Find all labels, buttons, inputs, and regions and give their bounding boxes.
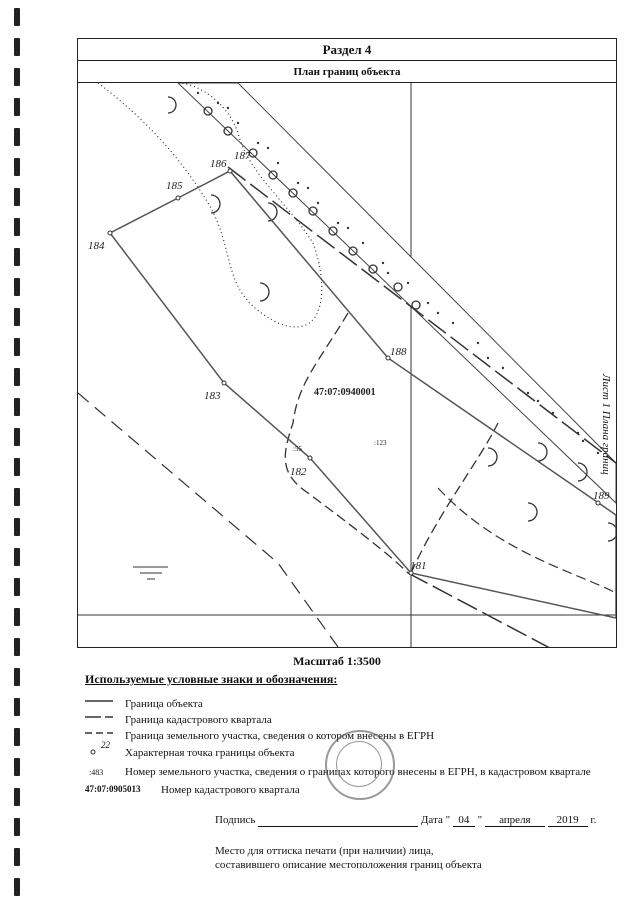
binding-hole <box>14 728 20 746</box>
binding-hole <box>14 608 20 626</box>
stamp-note-line1: Место для оттиска печати (при наличии) л… <box>215 845 434 857</box>
scale-label: Масштаб 1:3500 <box>293 654 381 668</box>
legend-object-boundary: Граница объекта <box>125 698 203 710</box>
binding-hole <box>14 668 20 686</box>
binding-hole <box>14 308 20 326</box>
legend-quarter-number-sample: 47:07:0905013 <box>85 784 141 794</box>
binding-hole <box>14 698 20 716</box>
binding-hole <box>14 488 20 506</box>
quarter-number-label: 47:07:0940001 <box>314 387 376 398</box>
signature-field <box>258 814 419 827</box>
plan-sheet: Раздел 4 План границ объекта <box>77 38 617 648</box>
date-year: 2019 <box>547 814 588 827</box>
legend-quarter-boundary: Граница кадастрового квартала <box>125 714 272 726</box>
date-label: Дата <box>420 814 443 826</box>
quarter-boundary-left <box>78 392 339 647</box>
object-boundary <box>108 170 616 619</box>
date-month: апреля <box>484 814 545 827</box>
signature-label: Подпись <box>215 814 256 826</box>
legend-quarter-number: Номер кадастрового квартала <box>161 784 300 796</box>
binding-hole <box>14 458 20 476</box>
binding-hole <box>14 548 20 566</box>
binding-hole <box>14 248 20 266</box>
forest-strip <box>177 83 616 504</box>
legend-parcel-boundary: Граница земельного участка, сведения о к… <box>125 730 435 742</box>
vegetation-contour <box>97 83 323 328</box>
tree-symbols <box>167 96 616 542</box>
relief-symbol <box>133 566 168 580</box>
binding-hole <box>14 8 20 26</box>
binding-hole <box>14 218 20 236</box>
binding-hole <box>14 38 20 56</box>
point-label-189: 189 <box>593 490 610 502</box>
binding-hole <box>14 428 20 446</box>
signature-row: Подпись Дата " 04 " апреля 2019 г. <box>215 814 597 827</box>
boundary-points <box>107 168 601 576</box>
point-label-185: 185 <box>166 180 183 192</box>
section-title: Раздел 4 <box>78 39 616 61</box>
date-year-suffix: г. <box>590 814 597 826</box>
company-seal <box>325 730 395 800</box>
point-label-183: 183 <box>204 390 221 402</box>
binding-hole <box>14 188 20 206</box>
legend-symbol-dash <box>85 732 113 734</box>
binding-hole <box>14 368 20 386</box>
legend-parcel-number-sample: :483 <box>89 768 104 777</box>
binding-hole <box>14 158 20 176</box>
binding-hole <box>14 578 20 596</box>
binding-hole <box>14 788 20 806</box>
parcel-label-123: :123 <box>374 439 387 447</box>
point-label-181: 181 <box>410 560 427 572</box>
binding-hole <box>14 758 20 776</box>
stamp-note-line2: составившего описание местоположения гра… <box>215 859 482 871</box>
binding-hole <box>14 638 20 656</box>
binding-hole <box>14 128 20 146</box>
binding-hole <box>14 278 20 296</box>
legend-title: Используемые условные знаки и обозначени… <box>85 672 338 686</box>
point-label-182: 182 <box>290 466 307 478</box>
point-label-186: 186 <box>210 158 227 170</box>
parcel-boundary <box>284 312 409 574</box>
legend-symbol-solid <box>85 700 113 702</box>
legend-symbol-dash-long <box>85 716 113 718</box>
binding-hole <box>14 848 20 866</box>
quarter-boundary <box>227 166 616 464</box>
binding-hole <box>14 518 20 536</box>
parcel-boundary-right <box>410 422 499 574</box>
forest-dots <box>196 91 600 455</box>
binding-holes <box>0 0 30 905</box>
point-label-184: 184 <box>88 240 105 252</box>
point-labels: 184 185 186 187 188 183 182 181 189 <box>88 150 610 572</box>
quarter-boundary-lower <box>407 572 550 647</box>
sheet-side-note: Лист 1 Плана границ <box>600 374 612 475</box>
parcel-label-55: :55 <box>293 445 302 453</box>
legend-point-icon <box>90 749 96 755</box>
binding-hole <box>14 98 20 116</box>
binding-hole <box>14 878 20 896</box>
point-label-188: 188 <box>390 346 407 358</box>
binding-hole <box>14 338 20 356</box>
point-label-187: 187 <box>234 150 251 162</box>
legend-characteristic-point: Характерная точка границы объекта <box>125 747 295 759</box>
binding-hole <box>14 818 20 836</box>
legend-point-number: 22 <box>101 740 110 750</box>
parcel-boundary-arc <box>437 487 616 594</box>
binding-hole <box>14 398 20 416</box>
binding-hole <box>14 68 20 86</box>
date-day: 04 <box>452 814 475 827</box>
boundary-plan: 184 185 186 187 188 183 182 181 189 47:0… <box>78 83 616 647</box>
section-subtitle: План границ объекта <box>78 61 616 83</box>
